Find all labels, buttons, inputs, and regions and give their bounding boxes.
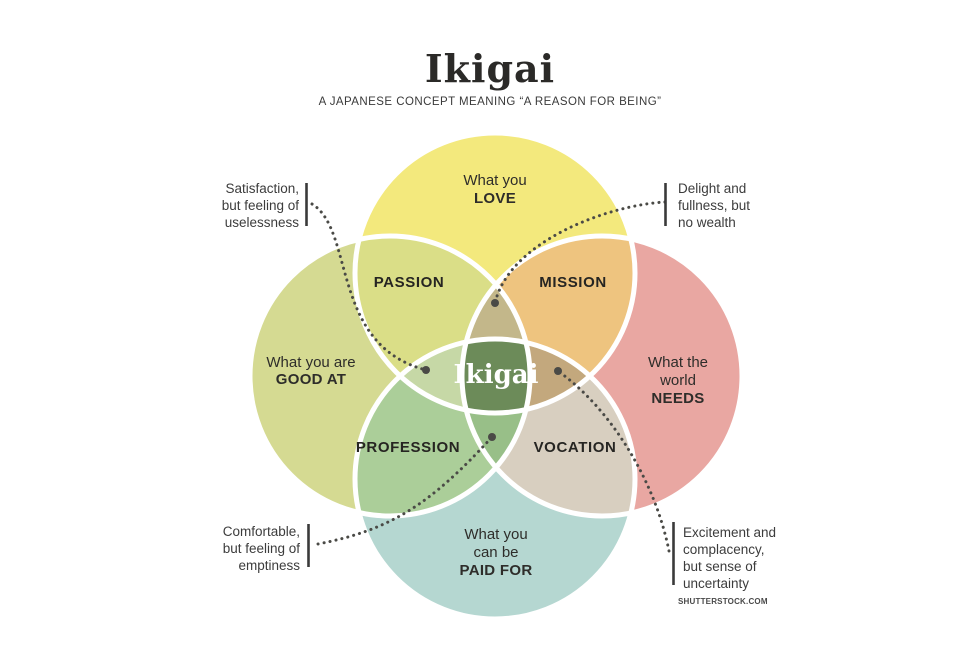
ikigai-center-label: Ikigai xyxy=(453,360,539,390)
leader-dot-delight xyxy=(491,299,499,307)
needs-label-line2: world xyxy=(660,372,696,389)
page-subtitle: A JAPANESE CONCEPT MEANING “A REASON FOR… xyxy=(318,96,662,108)
needs-label-line3: NEEDS xyxy=(651,390,705,407)
good-at-label: What you are GOOD AT xyxy=(266,354,355,388)
love-label-line1: What you xyxy=(463,172,527,189)
page-title: Ikigai xyxy=(424,46,556,91)
needs-label: What the world NEEDS xyxy=(648,354,708,408)
annotation-top-right-line2: fullness, but xyxy=(678,198,751,213)
paid-for-circle-outline xyxy=(352,336,638,622)
paid-for-label-line3: PAID FOR xyxy=(459,562,533,579)
annotation-bottom-left-line2: but feeling of xyxy=(222,541,300,556)
annotation-top-right: Delight and fullness, but no wealth xyxy=(678,180,750,231)
needs-label-line1: What the xyxy=(647,354,709,371)
leader-comfortable xyxy=(316,435,494,546)
annotation-bottom-right-line3: but sense of xyxy=(683,559,757,574)
leader-delight xyxy=(493,200,667,305)
good-at-circle-outline xyxy=(247,233,533,519)
annotation-bottom-left-line3: emptiness xyxy=(238,558,300,573)
annotation-top-left-line1: Satisfaction, xyxy=(225,181,299,196)
paid-for-label-line2: can be xyxy=(473,544,519,561)
annotation-bottom-right-line2: complacency, xyxy=(683,542,765,557)
good-at-label-line1: What you are xyxy=(266,354,356,371)
annotation-top-left: Satisfaction, but feeling of uselessness xyxy=(222,180,299,231)
annotation-top-right-line1: Delight and xyxy=(678,181,747,196)
annotation-bottom-right: Excitement and complacency, but sense of… xyxy=(683,524,776,592)
watermark-credit: SHUTTERSTOCK.COM xyxy=(678,597,768,606)
paid-for-label: What you can be PAID FOR xyxy=(460,526,533,580)
good-at-label-line2: GOOD AT xyxy=(275,371,347,388)
vocation-label: VOCATION xyxy=(533,439,617,456)
passion-label: PASSION xyxy=(373,274,445,291)
love-label-line2: LOVE xyxy=(473,190,517,207)
leader-dot-excitement xyxy=(554,367,562,375)
love-label: What you LOVE xyxy=(463,172,526,208)
leader-satisfaction xyxy=(310,202,428,372)
annotation-top-right-line3: no wealth xyxy=(678,215,736,230)
leader-dot-comfortable xyxy=(488,433,496,441)
profession-label: PROFESSION xyxy=(355,439,461,456)
mission-label: MISSION xyxy=(539,274,607,291)
annotation-bottom-left: Comfortable, but feeling of emptiness xyxy=(223,523,300,574)
love-circle-outline xyxy=(352,130,638,416)
paid-for-label-line1: What you xyxy=(464,526,528,543)
annotation-bottom-right-line1: Excitement and xyxy=(683,525,777,540)
annotation-top-left-line2: but feeling of xyxy=(221,198,299,213)
leader-dot-satisfaction xyxy=(422,366,430,374)
annotation-bottom-right-line4: uncertainty xyxy=(683,576,750,591)
needs-circle-outline xyxy=(459,233,745,519)
annotation-bottom-left-line1: Comfortable, xyxy=(222,524,300,539)
annotation-top-left-line3: uselessness xyxy=(224,215,299,230)
leader-excitement xyxy=(556,369,671,553)
